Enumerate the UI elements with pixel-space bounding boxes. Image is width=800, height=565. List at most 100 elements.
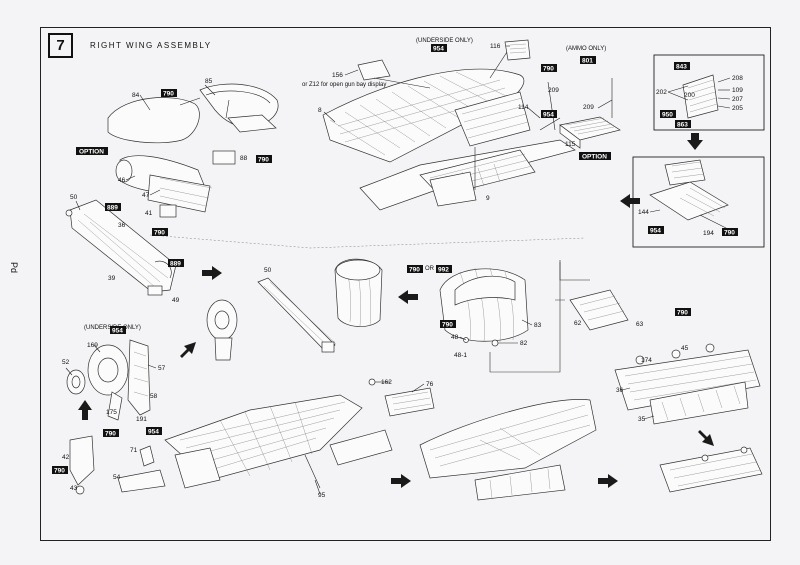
part-label: 83 xyxy=(534,322,542,329)
part-label: 8 xyxy=(318,107,322,114)
wheel-well-cover-part xyxy=(107,97,200,144)
option-tag-left: OPTION xyxy=(79,149,104,156)
part-label: 50 xyxy=(70,194,78,201)
arrow-down-icon xyxy=(687,133,703,150)
arrow-left-icon xyxy=(398,290,418,304)
part-label: 82 xyxy=(520,340,528,347)
flap-final-group xyxy=(659,446,763,493)
part-label: 50 xyxy=(264,267,272,274)
part-label: 54 xyxy=(113,474,121,481)
part-label: 46 xyxy=(118,177,126,184)
part-label: 84 xyxy=(132,92,140,99)
part-label: 62 xyxy=(574,320,582,327)
flap-section-group xyxy=(614,343,761,425)
part-label: 36 xyxy=(616,387,624,394)
small-bracket-part xyxy=(212,150,236,165)
code-tag: 790 xyxy=(163,91,174,98)
step-title: Right wing assembly xyxy=(90,41,212,50)
part-label: 200 xyxy=(684,92,695,99)
cannon-pod-group xyxy=(115,155,213,218)
tail-strut-group xyxy=(69,435,166,495)
part-label: 35 xyxy=(638,416,646,423)
part-label: 209 xyxy=(548,87,559,94)
step-number: 7 xyxy=(48,33,73,58)
part-label: 42 xyxy=(62,454,70,461)
code-tag: 889 xyxy=(170,261,181,268)
part-label: 88 xyxy=(240,155,248,162)
code-tag: 790 xyxy=(105,431,116,438)
part-label: 175 xyxy=(106,409,117,416)
part-label: 58 xyxy=(150,393,158,400)
arrow-upright-icon xyxy=(180,342,196,358)
gun-bay-structure-group xyxy=(359,81,576,211)
code-tag: 790 xyxy=(442,322,453,329)
left-spar-group xyxy=(65,199,177,296)
part-label: 43 xyxy=(70,485,78,492)
code-tag: 790 xyxy=(543,66,554,73)
code-tag: 790 xyxy=(258,157,269,164)
code-tag: 950 xyxy=(662,112,673,119)
part-label: 47 xyxy=(142,192,150,199)
caption-underside-top: (UNDERSIDE ONLY) xyxy=(416,38,473,44)
flap-actuator-group xyxy=(559,260,629,331)
wheel-well-cover-group xyxy=(107,83,279,165)
arrow-right-final-icon xyxy=(598,474,618,488)
part-label: 205 xyxy=(732,105,743,112)
part-label: 191 xyxy=(136,416,147,423)
code-tag: 790 xyxy=(54,468,65,475)
part-label: 115 xyxy=(565,141,576,148)
wheel-strut-group xyxy=(206,277,337,361)
caption-or: OR xyxy=(425,266,435,272)
part-label: 71 xyxy=(130,447,138,454)
code-tag: 801 xyxy=(582,58,593,65)
gear-door-part xyxy=(227,114,277,133)
arrow-downright-icon xyxy=(698,430,714,446)
code-tag: 790 xyxy=(724,230,735,237)
part-label: 209 xyxy=(583,104,594,111)
ammo-box-group xyxy=(559,78,621,149)
part-label: 85 xyxy=(205,78,213,85)
radiator-group-b xyxy=(439,267,529,347)
code-tag: 954 xyxy=(650,228,661,235)
code-tag: 954 xyxy=(433,46,444,53)
part-label: 41 xyxy=(145,210,153,217)
part-label: 63 xyxy=(636,321,644,328)
part-label: 48 xyxy=(451,334,459,341)
upper-wing-group xyxy=(322,39,531,163)
code-tag: 954 xyxy=(543,112,554,119)
arrow-right-icon xyxy=(202,266,222,280)
inset-lower-group xyxy=(632,156,765,248)
part-label: 57 xyxy=(158,365,166,372)
caption-ammo: (AMMO ONLY) xyxy=(566,46,606,52)
inset-upper-frame xyxy=(653,54,765,131)
access-panel-group xyxy=(368,378,435,417)
arrow-up-icon xyxy=(78,400,92,420)
part-label: 76 xyxy=(426,381,434,388)
part-label: 174 xyxy=(641,357,652,364)
part-label: 144 xyxy=(638,209,649,216)
part-label: 95 xyxy=(318,492,326,499)
part-label: 116 xyxy=(490,43,501,50)
option-tag-right: OPTION xyxy=(582,154,607,161)
code-tag: 863 xyxy=(677,122,688,129)
part-number-labels: 84 85 88 46 47 41 50 36 39 49 8 156 116 … xyxy=(62,43,743,499)
code-tag: 954 xyxy=(148,429,159,436)
part-label: 45 xyxy=(681,345,689,352)
part-label: 9 xyxy=(486,195,490,202)
part-label: 114 xyxy=(518,104,529,111)
part-label: 109 xyxy=(732,87,743,94)
part-label: 202 xyxy=(656,89,667,96)
direction-arrows xyxy=(78,133,714,488)
caption-gun-bay-note: or Z12 for open gun bay display xyxy=(302,82,386,88)
inset-upper-group xyxy=(653,54,765,131)
code-tag: 954 xyxy=(112,328,123,335)
radiator-group-a xyxy=(334,258,383,327)
step-frame xyxy=(40,27,771,541)
code-tag: 790 xyxy=(154,230,165,237)
part-label: 39 xyxy=(108,275,116,282)
part-label: 36 xyxy=(118,222,126,229)
part-label: 194 xyxy=(703,230,714,237)
code-tag: 790 xyxy=(409,267,420,274)
